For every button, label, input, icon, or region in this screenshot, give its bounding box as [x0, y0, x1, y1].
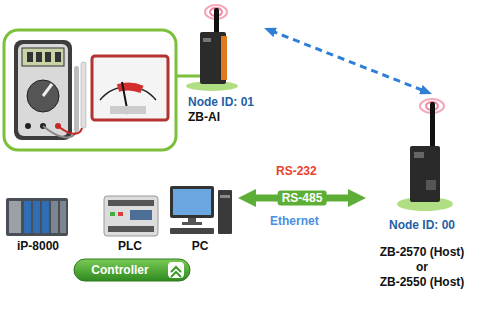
terminal-strip [108, 200, 154, 206]
monitor-base [182, 222, 202, 225]
model-name: ZB-2550 (Host) [380, 275, 465, 290]
network-port [426, 180, 436, 190]
power-module [9, 201, 21, 233]
plc-icon [104, 196, 158, 236]
dial-pointer [43, 84, 52, 96]
chevron-icon [168, 262, 184, 278]
terminal-strip [221, 36, 227, 80]
interface-label: RS-232 [276, 164, 317, 179]
host-device-icon [397, 99, 453, 211]
plc-led [110, 212, 115, 216]
terminal-strip [108, 226, 154, 232]
sensor-wire [176, 75, 200, 78]
device-name: PLC [118, 239, 142, 254]
io-module [60, 201, 66, 233]
meter-housing [14, 40, 72, 140]
pc-icon [170, 186, 232, 234]
device-led [203, 38, 211, 42]
pac-chassis [6, 198, 68, 236]
zigbee-io-module: Node ID: 01ZB-AI [180, 4, 264, 128]
screen [173, 189, 211, 215]
meter-jack [25, 123, 31, 129]
meter-display [22, 48, 64, 66]
gauge-red-zone [118, 87, 142, 90]
display-segment [27, 52, 33, 62]
io-module [51, 201, 58, 233]
plc-body [104, 196, 158, 236]
io-module [42, 201, 49, 233]
device-name: iP-8000 [17, 239, 59, 254]
controller-group: Controller iP-8000 PLC PC [2, 176, 238, 284]
antenna [214, 8, 219, 34]
controller-device: iP-8000 [2, 190, 74, 258]
node-id: Node ID: 01 [188, 95, 254, 110]
drive-slot [220, 195, 230, 198]
meter-dial [27, 80, 59, 112]
zigbee-device-icon [186, 5, 238, 91]
button-label: Controller [74, 259, 166, 281]
monitor-stand [188, 218, 196, 222]
io-module [33, 201, 40, 233]
controller-device: PLC [98, 186, 162, 258]
sensor-frame [4, 30, 176, 150]
antenna [430, 102, 435, 148]
plc-panel [130, 210, 152, 220]
interface-label: RS-485 [278, 191, 327, 206]
conjunction: or [416, 260, 428, 275]
gauge-icon [92, 56, 168, 120]
monitor [170, 186, 214, 218]
device-body [410, 146, 440, 202]
plc-led [118, 212, 123, 216]
model-name: ZB-AI [188, 110, 220, 125]
device-body [200, 32, 226, 84]
device-name: PC [192, 239, 209, 254]
io-module [24, 201, 31, 233]
host-module: Node ID: 00 ZB-2570 (Host)orZB-2550 (Host… [366, 94, 478, 294]
wireless-link [271, 31, 426, 92]
node-id: Node ID: 00 [389, 218, 455, 233]
meter-face [18, 44, 68, 136]
gauge-plate [110, 106, 146, 114]
pac-icon [6, 198, 68, 236]
display-segment [45, 52, 51, 62]
interface-label: Ethernet [270, 214, 319, 229]
display-segment [55, 52, 61, 62]
chevron-mark [171, 267, 181, 277]
multimeter-icon [14, 40, 86, 140]
gauge-scale [100, 87, 156, 100]
keyboard [170, 228, 214, 234]
model-name: ZB-2570 (Host) [380, 245, 465, 260]
device-led [414, 152, 424, 158]
gauge-housing [92, 56, 168, 120]
probe [74, 66, 79, 132]
pc-tower [218, 190, 232, 234]
controller-device: PC [166, 180, 234, 258]
display-segment [36, 52, 42, 62]
probe [81, 62, 86, 128]
controller-button [74, 259, 190, 281]
